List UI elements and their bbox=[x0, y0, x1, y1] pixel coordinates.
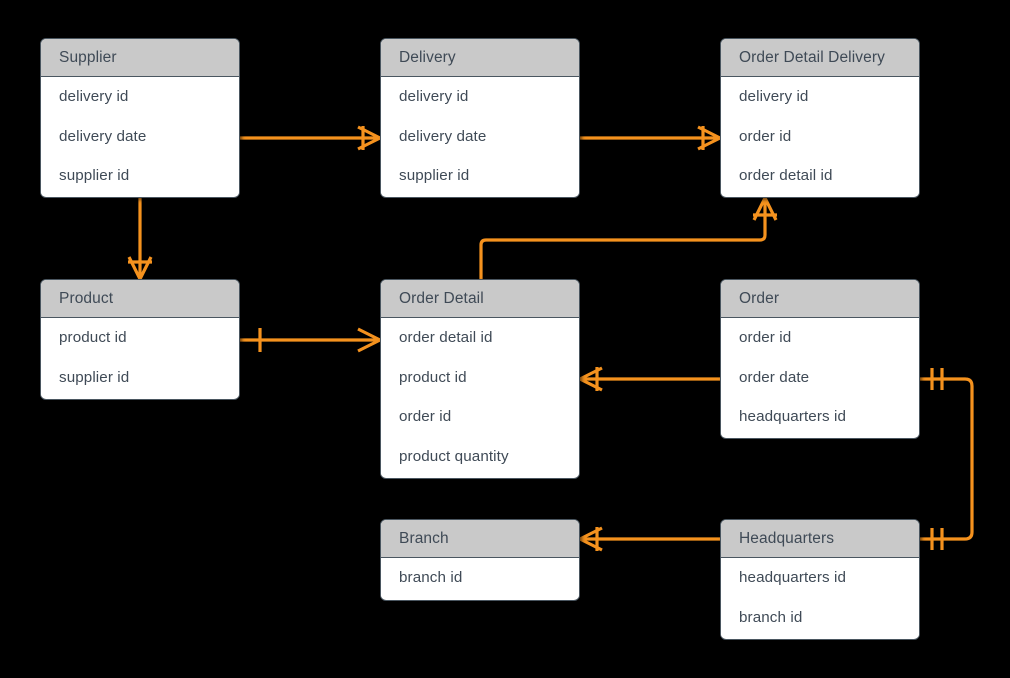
entity-headquarters[interactable]: Headquarters headquarters id branch id bbox=[720, 519, 920, 640]
attribute-row: delivery date bbox=[399, 127, 487, 145]
entity-order-detail-delivery-attributes: delivery id order id order detail id bbox=[721, 77, 919, 196]
entity-order[interactable]: Order order id order date headquarters i… bbox=[720, 279, 920, 439]
relationship-order-detail-order[interactable] bbox=[579, 366, 720, 392]
entity-headquarters-header: Headquarters bbox=[721, 520, 919, 558]
attribute-row: branch id bbox=[399, 569, 463, 587]
entity-order-header: Order bbox=[721, 280, 919, 318]
attribute-row: product id bbox=[399, 368, 467, 386]
attribute-row: delivery date bbox=[59, 127, 147, 145]
attribute-row: delivery id bbox=[399, 88, 469, 106]
attribute-row: product id bbox=[59, 329, 127, 347]
entity-branch-header: Branch bbox=[381, 520, 579, 558]
relationship-delivery-order-detail-delivery[interactable] bbox=[580, 125, 721, 151]
entity-supplier-title: Supplier bbox=[59, 48, 117, 66]
attribute-row: delivery id bbox=[739, 88, 809, 106]
entity-order-attributes: order id order date headquarters id bbox=[721, 318, 919, 437]
relationship-supplier-delivery[interactable] bbox=[240, 125, 381, 151]
relationship-order-headquarters[interactable] bbox=[920, 368, 974, 550]
relationship-supplier-product[interactable] bbox=[127, 198, 153, 280]
entity-product[interactable]: Product product id supplier id bbox=[40, 279, 240, 400]
attribute-row: delivery id bbox=[59, 88, 129, 106]
attribute-row: order id bbox=[739, 127, 792, 145]
entity-supplier-attributes: delivery id delivery date supplier id bbox=[41, 77, 239, 196]
entity-order-detail-header: Order Detail bbox=[381, 280, 579, 318]
entity-product-header: Product bbox=[41, 280, 239, 318]
attribute-row: product quantity bbox=[399, 447, 509, 465]
entity-supplier[interactable]: Supplier delivery id delivery date suppl… bbox=[40, 38, 240, 198]
relationship-branch-headquarters[interactable] bbox=[579, 526, 720, 552]
entity-branch-title: Branch bbox=[399, 529, 449, 547]
entity-order-detail-attributes: order detail id product id order id prod… bbox=[381, 318, 579, 476]
entity-order-detail[interactable]: Order Detail order detail id product id … bbox=[380, 279, 580, 479]
entity-branch[interactable]: Branch branch id bbox=[380, 519, 580, 601]
entity-headquarters-attributes: headquarters id branch id bbox=[721, 558, 919, 637]
attribute-row: headquarters id bbox=[739, 569, 847, 587]
entity-product-title: Product bbox=[59, 289, 114, 307]
entity-delivery-header: Delivery bbox=[381, 39, 579, 77]
relationship-order-detail-order-detail-delivery[interactable] bbox=[479, 197, 778, 279]
attribute-row: supplier id bbox=[59, 167, 130, 185]
entity-headquarters-title: Headquarters bbox=[739, 529, 835, 547]
entity-product-attributes: product id supplier id bbox=[41, 318, 239, 397]
entity-order-detail-delivery-title: Order Detail Delivery bbox=[739, 48, 885, 66]
entity-order-detail-delivery[interactable]: Order Detail Delivery delivery id order … bbox=[720, 38, 920, 198]
entity-delivery[interactable]: Delivery delivery id delivery date suppl… bbox=[380, 38, 580, 198]
entity-order-detail-title: Order Detail bbox=[399, 289, 484, 307]
entity-delivery-title: Delivery bbox=[399, 48, 456, 66]
attribute-row: order date bbox=[739, 368, 810, 386]
attribute-row: order id bbox=[739, 329, 792, 347]
attribute-row: supplier id bbox=[59, 368, 130, 386]
attribute-row: headquarters id bbox=[739, 408, 847, 426]
entity-branch-attributes: branch id bbox=[381, 558, 579, 598]
entity-order-detail-delivery-header: Order Detail Delivery bbox=[721, 39, 919, 77]
attribute-row: branch id bbox=[739, 608, 803, 626]
entity-supplier-header: Supplier bbox=[41, 39, 239, 77]
relationship-product-order-detail[interactable] bbox=[240, 327, 381, 353]
attribute-row: order detail id bbox=[739, 167, 833, 185]
attribute-row: order id bbox=[399, 408, 452, 426]
attribute-row: order detail id bbox=[399, 329, 493, 347]
attribute-row: supplier id bbox=[399, 167, 470, 185]
entity-delivery-attributes: delivery id delivery date supplier id bbox=[381, 77, 579, 196]
entity-order-title: Order bbox=[739, 289, 780, 307]
